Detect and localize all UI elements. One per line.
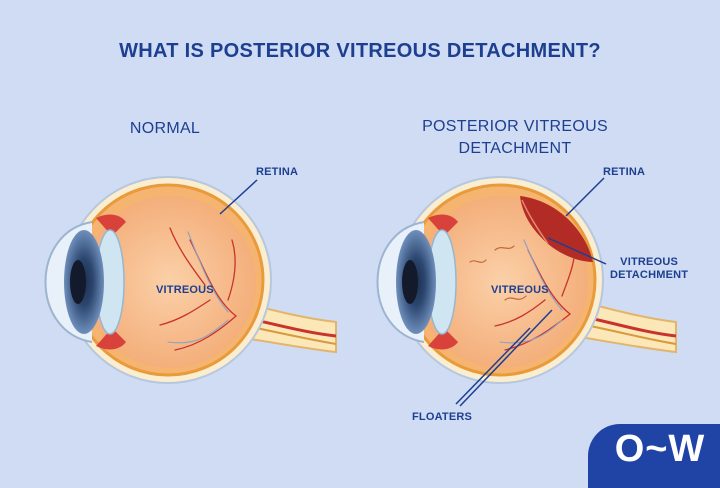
pvd-vessels [494, 249, 575, 351]
pvd-eye [376, 176, 677, 384]
normal-retina-label: RETINA [256, 166, 299, 178]
normal-eye [44, 176, 337, 384]
pvd-heading-line2: DETACHMENT [458, 140, 572, 157]
normal-vitreous-label: VITREOUS [156, 284, 214, 296]
floaters-pointer-1 [455, 327, 531, 405]
normal-pupil [70, 260, 86, 304]
pvd-ciliary-top [428, 214, 458, 236]
floaters-pointer-2 [459, 309, 553, 407]
pvd-ciliary-bottom [428, 328, 458, 350]
normal-ciliary-bottom [96, 328, 126, 350]
normal-vitreous [84, 196, 256, 368]
pvd-vitreous-label: VITREOUS [491, 284, 549, 296]
floaters [469, 245, 527, 301]
pvd-retina-label: RETINA [603, 166, 646, 178]
page-title: WHAT IS POSTERIOR VITREOUS DETACHMENT? [119, 40, 601, 62]
pvd-pupil [402, 260, 418, 304]
pvd-detachment-label-line2: DETACHMENT [610, 269, 689, 281]
brand-logo-badge [588, 424, 720, 488]
pvd-retina-pointer [565, 177, 605, 217]
pvd-detachment-area [520, 196, 593, 262]
normal-heading: NORMAL [129, 120, 201, 137]
pvd-heading: POSTERIOR VITREOUS DETACHMENT [385, 116, 645, 160]
normal-ciliary-top [96, 214, 126, 236]
pvd-detachment-label: VITREOUS DETACHMENT [610, 256, 688, 282]
pvd-detachment-label-line1: VITREOUS [620, 256, 679, 268]
pvd-detachment-pointer [547, 237, 607, 265]
floaters-label: FLOATERS [412, 411, 473, 423]
normal-retina-pointer [219, 179, 258, 215]
pvd-heading-line1: POSTERIOR VITREOUS [422, 118, 608, 135]
brand-logo-text: O~W [614, 428, 706, 470]
